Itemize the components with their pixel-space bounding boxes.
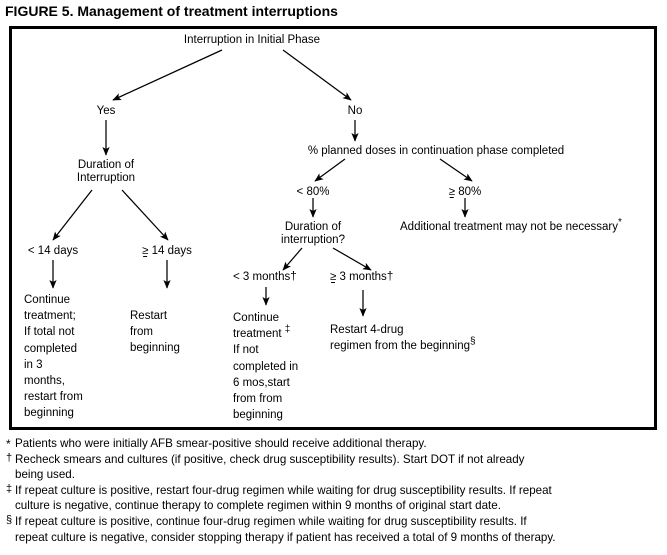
footnote-dagger-text: Recheck smears and cultures (if positive… — [15, 452, 525, 466]
footnote-dagger-text2: being used. — [15, 468, 75, 482]
footnote-double-dagger-text: If repeat culture is positive, restart f… — [15, 483, 552, 497]
node-lt-14-days: < 14 days — [27, 245, 79, 257]
node-lt-3-months-label: < 3 months — [233, 271, 291, 283]
footnote-section-text: If repeat culture is positive, continue … — [15, 514, 527, 528]
node-ge-80-percent: ≥ 80% — [448, 186, 482, 199]
footnote-ref-section: § — [470, 336, 476, 348]
footnote-dagger: † Recheck smears and cultures (if positi… — [6, 452, 661, 483]
node-lt-3-months: < 3 months† — [233, 271, 297, 284]
footnote-ref-dagger: † — [290, 271, 297, 283]
action-additional-treatment-label: Additional treatment may not be necessar… — [400, 221, 618, 233]
footnote-ref-double-dagger: ‡ — [284, 324, 291, 336]
node-ge-3-months-label: 3 months — [336, 271, 387, 283]
figure-title: FIGURE 5. Management of treatment interr… — [5, 3, 338, 19]
node-ge-14-days-label: 14 days — [148, 245, 192, 257]
footnote-mark-dagger: † — [6, 451, 13, 464]
node-branch-yes: Yes — [96, 105, 116, 117]
node-ge-80-percent-label: 80% — [455, 186, 482, 198]
action-additional-treatment: Additional treatment may not be necessar… — [400, 218, 622, 234]
ge-symbol: ≥ — [142, 245, 149, 257]
action-lt-3-months-rest: If not completed in 6 mos,start from fro… — [233, 344, 299, 422]
footnotes: * Patients who were initially AFB smear-… — [6, 436, 661, 545]
node-ge-14-days: ≥ 14 days — [142, 245, 192, 258]
footnote-section: § If repeat culture is positive, continu… — [6, 514, 661, 545]
action-ge-3-months-line1: Restart 4-drug — [330, 324, 404, 336]
node-percent-planned-doses: % planned doses in continuation phase co… — [307, 145, 565, 157]
ge-symbol: ≥ — [330, 271, 337, 283]
action-ge-14-days: Restart from beginning — [130, 310, 180, 355]
footnote-mark-star: * — [6, 437, 11, 451]
node-lt-80-percent: < 80% — [296, 186, 330, 198]
footnote-section-text2: repeat culture is negative, consider sto… — [15, 530, 556, 544]
action-ge-3-months-line2: regimen from the beginning — [330, 340, 470, 353]
footnote-double-dagger: ‡ If repeat culture is positive, restart… — [6, 483, 661, 514]
action-lt-3-months: Continue treatment ‡ If not completed in 6… — [233, 310, 328, 423]
footnote-mark-section: § — [6, 513, 13, 526]
footnote-ref-star: * — [617, 217, 622, 229]
ge-symbol: ≥ — [448, 186, 456, 198]
action-lt-14-days: Continue treatment; If total not complet… — [24, 294, 83, 420]
footnote-mark-double-dagger: ‡ — [6, 482, 13, 495]
node-branch-no: No — [347, 105, 363, 117]
footnote-double-dagger-text2: culture is negative, continue therapy to… — [15, 499, 501, 513]
node-lt80-duration: Duration of interruption? — [281, 221, 345, 246]
action-lt-3-months-line1: Continue — [233, 312, 280, 324]
node-yes-duration: Duration of Interruption — [76, 159, 136, 184]
footnote-star-text: Patients who were initially AFB smear-po… — [15, 437, 427, 450]
footnote-ref-dagger: † — [386, 271, 394, 283]
action-ge-3-months: Restart 4-drug regimen from the beginning… — [330, 322, 550, 354]
node-ge-3-months: ≥ 3 months† — [330, 271, 393, 284]
node-root: Interruption in Initial Phase — [183, 34, 321, 46]
action-lt-3-months-line2: treatment — [233, 328, 285, 341]
footnote-star: * Patients who were initially AFB smear-… — [6, 436, 661, 452]
